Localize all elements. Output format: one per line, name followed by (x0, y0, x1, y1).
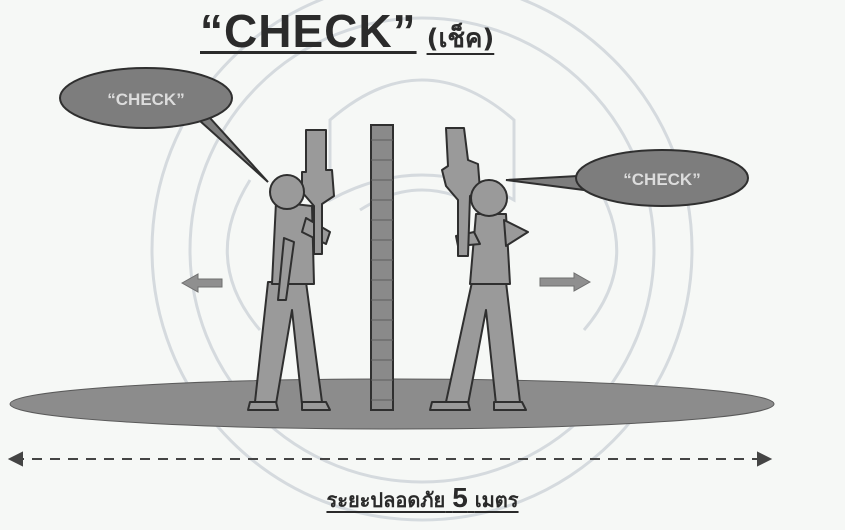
title-sub: (เช็ค) (427, 24, 495, 54)
speech-text-right: “CHECK” (623, 170, 700, 189)
distance-dimension-line (10, 453, 770, 465)
watermark-seal (152, 0, 692, 520)
speech-bubble-right: “CHECK” (506, 150, 748, 206)
diagram-title: “CHECK” (เช็ค) (200, 4, 660, 59)
arrow-left-icon (182, 274, 222, 292)
caption-unit: เมตร (475, 488, 519, 512)
title-main: “CHECK” (200, 5, 417, 57)
caption-prefix: ระยะปลอดภัย (326, 488, 445, 512)
caption-number: 5 (452, 482, 468, 513)
speech-text-left: “CHECK” (107, 90, 184, 109)
arrow-right-icon (540, 273, 590, 291)
speech-bubble-left: “CHECK” (60, 68, 268, 182)
wall-pillar (371, 125, 393, 410)
left-person-figure (248, 130, 334, 410)
safety-distance-caption: ระยะปลอดภัย 5 เมตร (0, 482, 845, 516)
